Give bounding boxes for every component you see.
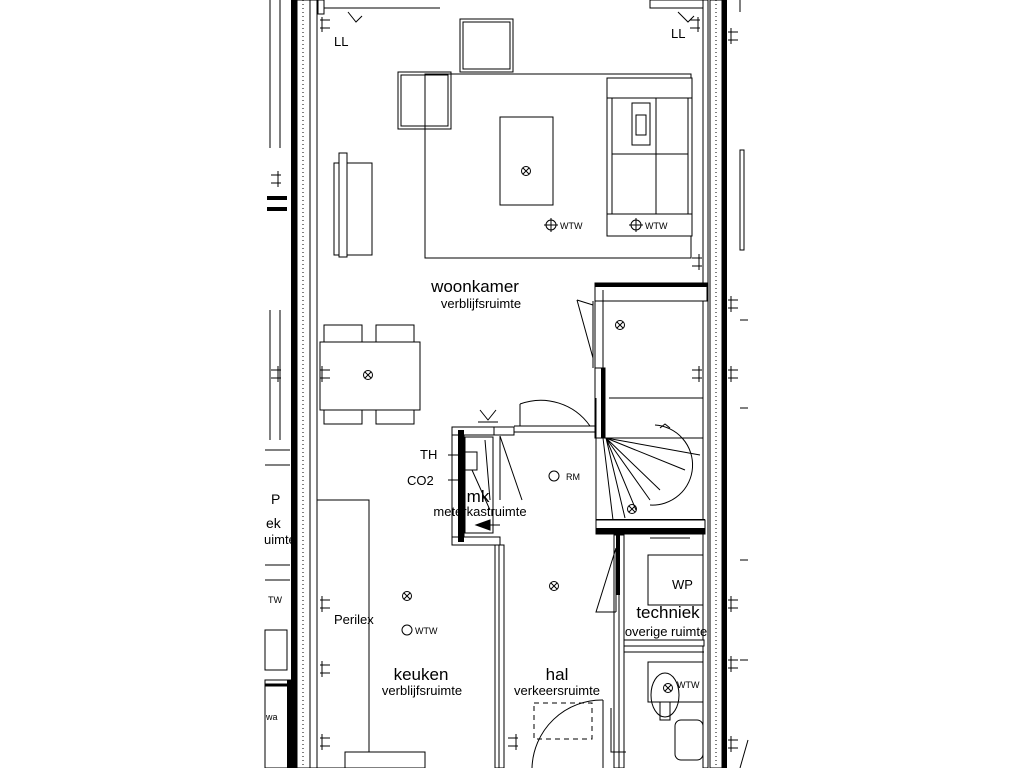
tv-cabinet (333, 152, 373, 258)
wtw-label-4: WTW (677, 680, 700, 690)
fixture-labels: LL LL WTW WTW WTW WTW TH CO2 RM WP Peril… (334, 26, 700, 690)
ceiling-lights (363, 166, 673, 693)
wtw-label-1: WTW (560, 221, 583, 231)
co2-label: CO2 (407, 473, 434, 488)
th-label: TH (420, 447, 437, 462)
ll-label-left: LL (334, 34, 348, 49)
ll-label-right: LL (671, 26, 685, 41)
rm-label: RM (566, 472, 580, 482)
sofa (606, 77, 693, 237)
edge-tw-label: TW (268, 595, 282, 605)
dining-chairs (323, 324, 415, 425)
meterkast (451, 426, 523, 546)
mk-label: mk (467, 487, 490, 506)
wtw-label-2: WTW (645, 221, 668, 231)
switches (347, 11, 695, 483)
neighbour-left (264, 0, 295, 768)
armchair-2 (397, 71, 452, 130)
edge-ek-label: ek (266, 515, 282, 531)
wtw-vents (401, 218, 643, 636)
hall-walls (494, 534, 625, 768)
techniek-label: techniek (636, 603, 700, 622)
edge-p-label: P (271, 491, 280, 507)
woonkamer-sublabel: verblijfsruimte (441, 296, 521, 311)
wtw-label-3: WTW (415, 626, 438, 636)
edge-wa-label: wa (265, 712, 278, 722)
perilex-label: Perilex (334, 612, 374, 627)
coffee-table (499, 116, 554, 206)
living-hall-door (514, 399, 595, 433)
edge-uimte-label: uimte (264, 532, 296, 547)
keuken-label: keuken (394, 665, 449, 684)
dining-table (319, 341, 421, 411)
techniek-sublabel: overige ruimte (625, 624, 707, 639)
toilet (610, 661, 704, 761)
left-outer-wall (291, 0, 318, 768)
armchair-1 (459, 18, 514, 73)
right-outer-wall (702, 0, 727, 768)
room-labels: woonkamer verblijfsruimte mk meterkastru… (382, 277, 707, 698)
hal-label: hal (546, 665, 569, 684)
wall-sockets (271, 17, 738, 752)
mk-sublabel: meterkastruimte (433, 504, 526, 519)
kitchen-counter (316, 499, 426, 768)
staircase (576, 282, 708, 535)
front-door (531, 699, 604, 768)
neighbour-labels: P ek uimte TW wa (264, 491, 296, 722)
wp-label: WP (672, 577, 693, 592)
woonkamer-label: woonkamer (430, 277, 519, 296)
keuken-sublabel: verblijfsruimte (382, 683, 462, 698)
hal-sublabel: verkeersruimte (514, 683, 600, 698)
neighbour-right (739, 0, 749, 768)
techniek-room (595, 537, 705, 653)
